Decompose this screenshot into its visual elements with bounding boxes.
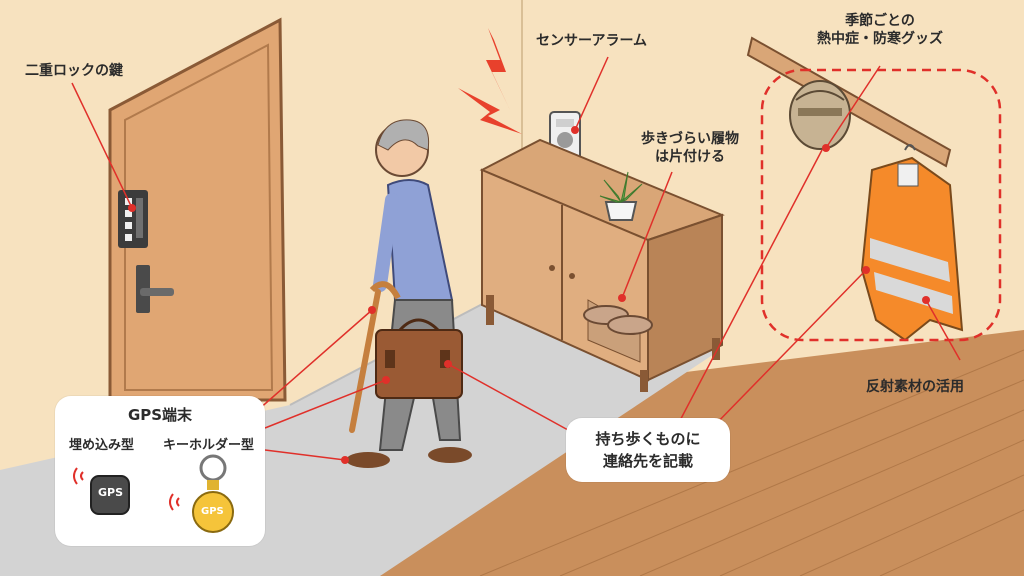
- plant-pot: [604, 201, 638, 221]
- signal-icon: [73, 467, 78, 485]
- door: [108, 17, 287, 402]
- reflective-stripe: [870, 238, 950, 282]
- double-lock: [118, 190, 148, 248]
- gps-keyholder-device: [192, 491, 234, 533]
- plant-icon: [599, 171, 643, 203]
- contact-label: 持ち歩くものに 連絡先を記載: [566, 428, 730, 472]
- shoes-label: 歩きづらい履物 は片付ける: [630, 130, 750, 166]
- briefcase: [375, 329, 463, 399]
- shoes-label-line1: 歩きづらい履物: [641, 131, 739, 147]
- contact-label-line2: 連絡先を記載: [602, 452, 693, 470]
- reflective-stripe: [874, 272, 953, 314]
- alarm-bolt-icon: [458, 88, 522, 134]
- seasonal-label: 季節ごとの 熱中症・防寒グッズ: [800, 12, 960, 48]
- gps-embedded-badge: GPS: [98, 486, 124, 499]
- gps-keyholder-label: キーホルダー型: [163, 438, 255, 453]
- double-lock-label: 二重ロックの鍵: [25, 63, 123, 79]
- seasonal-label-line2: 熱中症・防寒グッズ: [817, 31, 943, 47]
- shoes-label-line2: は片付ける: [655, 149, 725, 165]
- contact-bubble: 持ち歩くものに 連絡先を記載: [566, 418, 730, 482]
- contact-label-line1: 持ち歩くものに: [595, 430, 701, 448]
- seasonal-label-line1: 季節ごとの: [845, 13, 915, 29]
- key-ring-icon: [199, 454, 227, 482]
- alarm-bolt-icon: [486, 28, 510, 110]
- gps-title: GPS端末: [127, 406, 193, 424]
- seasonal-goods-dashed-frame: [760, 68, 1002, 342]
- signal-icon: [169, 493, 174, 511]
- cabinet-side: [647, 213, 723, 382]
- leader-lines: [71, 56, 961, 461]
- gps-devices-svg: [73, 454, 234, 533]
- reflective-label: 反射素材の活用: [866, 379, 964, 395]
- slipper: [607, 315, 653, 335]
- cane: [349, 289, 381, 433]
- sensor-alarm-label: センサーアラーム: [536, 33, 648, 49]
- floor-planks: [479, 349, 1024, 576]
- coat-rack: [746, 36, 952, 168]
- gps-embedded-device: [90, 475, 130, 515]
- cane-handle: [369, 281, 401, 300]
- gps-embedded-label: 埋め込み型: [69, 438, 135, 453]
- gps-bubble: GPS端末 埋め込み型 キーホルダー型 GPS GPS: [55, 396, 265, 546]
- gps-keyholder-badge: GPS: [201, 506, 224, 517]
